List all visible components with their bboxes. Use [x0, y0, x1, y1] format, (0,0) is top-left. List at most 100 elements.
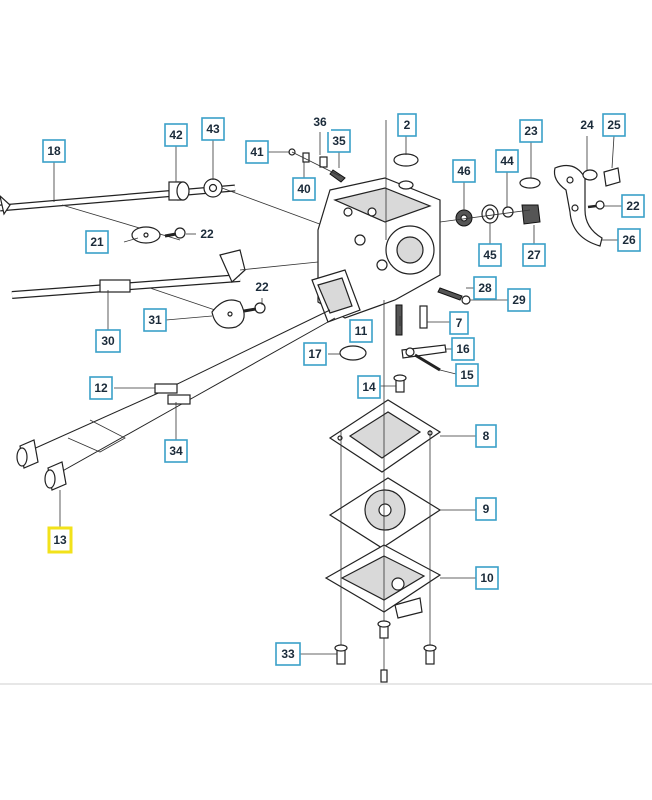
callout-29[interactable]: 29 [507, 288, 531, 312]
callout-30[interactable]: 30 [95, 329, 121, 353]
callout-12-label: 12 [94, 381, 108, 395]
cables-12-13 [16, 309, 336, 491]
spring-28 [437, 287, 471, 305]
callout-40[interactable]: 40 [292, 177, 316, 201]
leader-lines [53, 132, 622, 655]
callout-35[interactable]: 35 [327, 129, 351, 153]
lever-16 [401, 344, 447, 372]
small-parts-35-41 [288, 148, 346, 183]
callout-31-label: 31 [148, 313, 162, 327]
washer-43 [203, 178, 223, 198]
callout-46-label: 46 [457, 164, 471, 178]
callout-41-label: 41 [250, 145, 264, 159]
callout-22-top-left[interactable]: 22 [196, 223, 218, 245]
callout-46[interactable]: 46 [452, 159, 476, 183]
pump-parts-44-46 [439, 177, 541, 227]
callout-14[interactable]: 14 [357, 375, 381, 399]
callout-24[interactable]: 24 [575, 114, 599, 136]
callout-11-label: 11 [355, 324, 368, 338]
callout-14-label: 14 [362, 380, 376, 394]
callout-15[interactable]: 15 [455, 363, 479, 387]
callout-26-label: 26 [622, 233, 636, 247]
callout-40-label: 40 [297, 182, 311, 196]
callout-16[interactable]: 16 [451, 337, 475, 361]
callout-8-label: 8 [483, 429, 490, 443]
callout-8[interactable]: 8 [475, 424, 497, 448]
callout-29-label: 29 [512, 293, 526, 307]
callout-13-label: 13 [53, 533, 67, 547]
callout-15-label: 15 [460, 368, 474, 382]
callout-26[interactable]: 26 [617, 228, 641, 252]
callout-10-label: 10 [480, 571, 494, 585]
callout-45-label: 45 [483, 248, 497, 262]
callout-43-label: 43 [206, 122, 220, 136]
screw-22b [243, 302, 266, 314]
callout-27-label: 27 [527, 248, 541, 262]
carburetor-body [239, 177, 441, 323]
screw-33-left [334, 644, 348, 665]
callout-12[interactable]: 12 [89, 376, 113, 400]
callout-9[interactable]: 9 [475, 497, 497, 521]
callout-35-label: 35 [332, 134, 346, 148]
callout-28-label: 28 [478, 281, 492, 295]
callout-34[interactable]: 34 [164, 439, 188, 463]
callout-22a-label: 22 [200, 227, 214, 241]
screw-14 [393, 374, 407, 393]
callout-41[interactable]: 41 [245, 140, 269, 164]
callout-18-label: 18 [47, 144, 61, 158]
throttle-lever-21 [131, 226, 161, 244]
callout-21[interactable]: 21 [85, 230, 109, 254]
diaphragm-9 [328, 477, 442, 549]
callout-44[interactable]: 44 [495, 149, 519, 173]
screw-22a [164, 227, 186, 239]
callout-36[interactable]: 36 [309, 112, 331, 132]
pump-cover-10 [324, 544, 442, 619]
choke-shaft [11, 249, 246, 311]
screw-center [377, 620, 391, 683]
choke-plate-31 [211, 299, 245, 329]
callout-45[interactable]: 45 [478, 243, 502, 267]
callout-33-label: 33 [281, 647, 295, 661]
callout-25[interactable]: 25 [602, 113, 626, 137]
callout-33[interactable]: 33 [275, 642, 301, 666]
callout-2-label: 2 [404, 118, 411, 132]
callout-23-label: 23 [524, 124, 538, 138]
callout-36-label: 36 [313, 115, 327, 129]
lever-26 [553, 165, 621, 247]
callout-42-label: 42 [169, 128, 183, 142]
callout-34-label: 34 [169, 444, 183, 458]
bushing-42 [168, 181, 190, 201]
parts-layer [0, 120, 621, 683]
gasket-8 [328, 399, 442, 473]
callout-42[interactable]: 42 [164, 123, 188, 147]
callout-44-label: 44 [500, 154, 514, 168]
callout-17-label: 17 [308, 347, 322, 361]
callout-13[interactable]: 13 [47, 526, 73, 554]
callout-43[interactable]: 43 [201, 117, 225, 141]
callout-22b-label: 22 [255, 280, 269, 294]
callout-22c-label: 22 [626, 199, 640, 213]
callout-21-label: 21 [90, 235, 104, 249]
callout-9-label: 9 [483, 502, 490, 516]
callout-11[interactable]: 11 [349, 319, 373, 343]
callout-24-label: 24 [580, 118, 594, 132]
callout-7[interactable]: 7 [449, 311, 469, 335]
callout-25-label: 25 [607, 118, 621, 132]
callout-30-label: 30 [101, 334, 115, 348]
callout-22-choke[interactable]: 22 [251, 276, 273, 298]
callout-7-label: 7 [456, 316, 463, 330]
callout-28[interactable]: 28 [473, 276, 497, 300]
callout-17[interactable]: 17 [303, 342, 327, 366]
callout-23[interactable]: 23 [519, 119, 543, 143]
callout-18[interactable]: 18 [42, 139, 66, 163]
filter-disc-17 [339, 345, 367, 361]
callout-2[interactable]: 2 [397, 113, 417, 137]
callouts: 2 7 8 9 10 11 12 13 14 15 16 17 18 21 22… [42, 112, 645, 666]
callout-27[interactable]: 27 [522, 243, 546, 267]
callout-16-label: 16 [456, 342, 470, 356]
callout-31[interactable]: 31 [143, 308, 167, 332]
callout-10[interactable]: 10 [475, 566, 499, 590]
needle-7 [395, 304, 428, 336]
callout-22-right[interactable]: 22 [621, 194, 645, 218]
